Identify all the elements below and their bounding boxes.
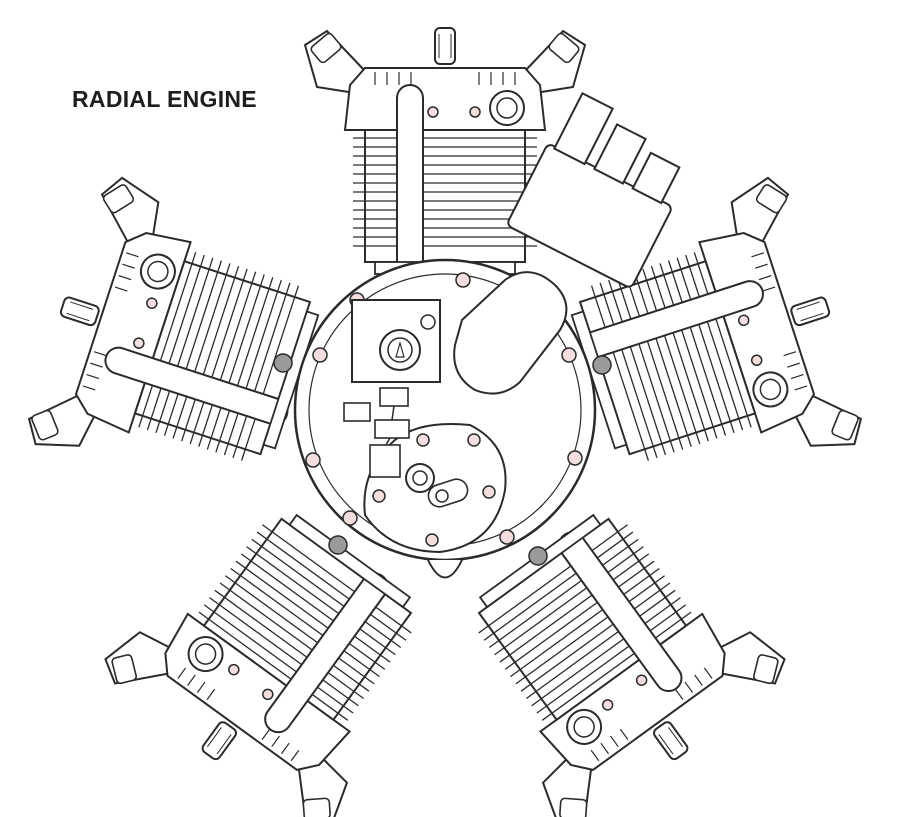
carburetor	[343, 299, 441, 478]
ignition-box	[507, 91, 681, 288]
diagram-title: RADIAL ENGINE	[72, 86, 257, 112]
cylinder-upper-left	[18, 171, 342, 517]
intake-tube	[453, 271, 568, 395]
